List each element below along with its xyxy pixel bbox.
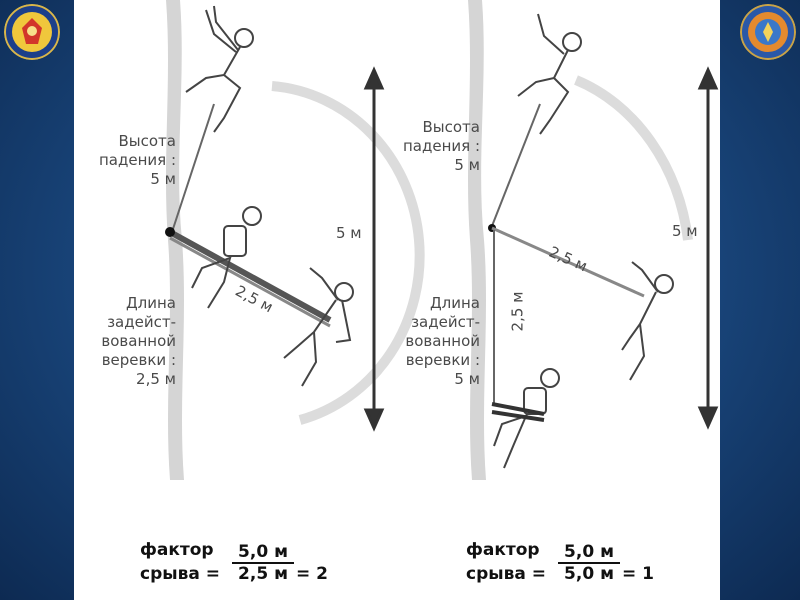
formula-fraction-left: 5,0 м 2,5 м [232, 542, 294, 584]
fall-factor-formula-left: фактор срыва = 5,0 м 2,5 м = 2 [140, 538, 380, 598]
emergency-ministry-emblem-right [740, 4, 796, 60]
rope-used-left [168, 229, 332, 323]
belayer-left [191, 206, 262, 309]
formula-word1-right: фактор [466, 540, 540, 560]
climber-top-left [185, 5, 254, 133]
formula-word2-left: срыва = [140, 564, 221, 584]
climber-fallen-right [621, 261, 674, 381]
formula-result-left: = 2 [296, 564, 328, 584]
climber-top-right [517, 13, 582, 135]
rope-swing-right [491, 226, 645, 298]
total-height-label-left: 5 м [336, 224, 362, 242]
emergency-ministry-emblem-left [4, 4, 60, 60]
formula-word2-right: срыва = [466, 564, 547, 584]
rock-wall-right [468, 0, 486, 480]
used-rope-label-right: Длина задейст- вованной веревки : 5 м [405, 294, 480, 388]
rope-fall-left [171, 103, 215, 233]
total-height-label-right: 5 м [672, 222, 698, 240]
height-arrow-right [697, 66, 719, 430]
formula-result-right: = 1 [622, 564, 654, 584]
fall-factor-illustration [165, 0, 719, 480]
formula-word1-left: фактор [140, 540, 214, 560]
climber-fallen-left [283, 267, 354, 387]
swing-arc-left [271, 81, 425, 425]
fall-factor-formula-right: фактор срыва = 5,0 м 5,0 м = 1 [466, 538, 706, 598]
fall-height-label-right: Высота падения : 5 м [403, 118, 480, 174]
vertical-segment-label-right: 2,5 м [508, 291, 527, 332]
swing-arc-right [574, 75, 693, 241]
rope-fall-right [491, 103, 541, 227]
anchor-bolt-left [165, 227, 175, 237]
used-rope-label-left: Длина задейст- вованной веревки : 2,5 м [101, 294, 176, 388]
fall-height-label-left: Высота падения : 5 м [99, 132, 176, 188]
formula-fraction-right: 5,0 м 5,0 м [558, 542, 620, 584]
height-arrow-left [363, 66, 385, 432]
slide-diagram: Высота падения : 5 м Длина задейст- вова… [74, 0, 720, 600]
belay-device-right [491, 402, 545, 422]
